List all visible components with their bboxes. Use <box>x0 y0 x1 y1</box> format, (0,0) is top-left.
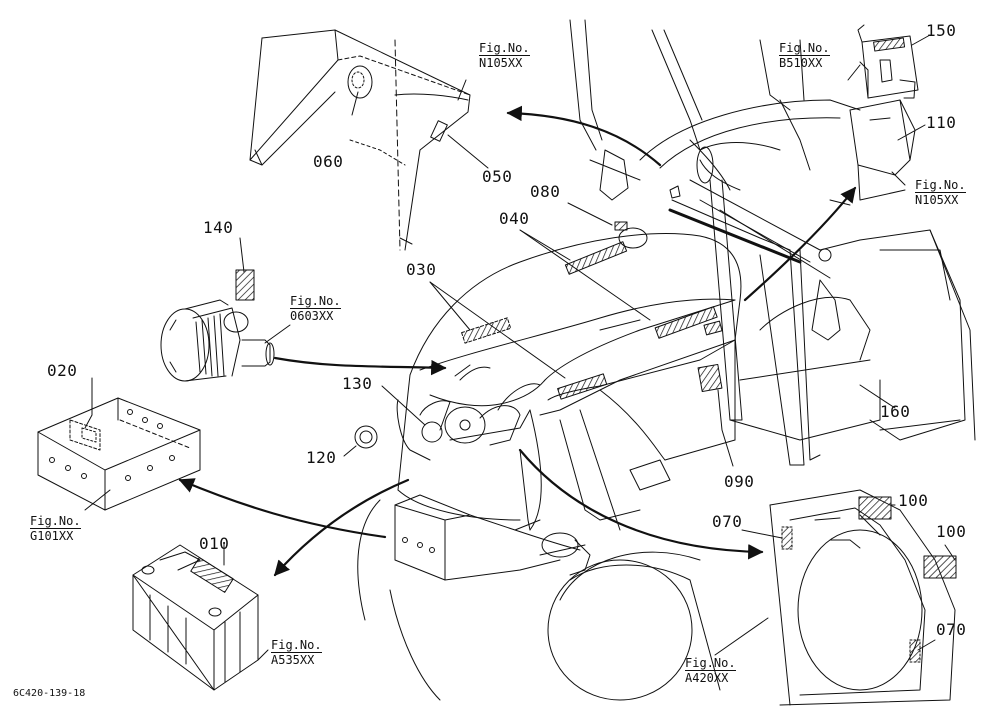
figref-battery-code: A535XX <box>271 652 322 667</box>
figref-cabin-top-code: B510XX <box>779 55 830 70</box>
figref-cabin-top-label: Fig.No. <box>779 41 830 55</box>
figref-radiator: Fig.No. A420XX <box>685 656 736 685</box>
callout-140: 140 <box>203 218 234 237</box>
callout-080: 080 <box>530 182 561 201</box>
figref-frame-code: G101XX <box>30 528 81 543</box>
radiator-shroud-drawing <box>769 489 957 706</box>
callout-070-lower: 070 <box>936 620 967 639</box>
figref-fender-code: N105XX <box>479 55 530 70</box>
figref-battery-label: Fig.No. <box>271 638 322 652</box>
callout-050: 050 <box>482 167 513 186</box>
callout-100-upper: 100 <box>898 491 929 510</box>
callout-040: 040 <box>499 209 530 228</box>
callout-120: 120 <box>306 448 337 467</box>
figref-cabin-side: Fig.No. N105XX <box>915 178 966 207</box>
callout-130: 130 <box>342 374 373 393</box>
panel-assembly-drawing <box>849 24 919 201</box>
hood-decals <box>461 185 723 400</box>
cabin-frame-drawing <box>569 19 976 466</box>
callout-090: 090 <box>724 472 755 491</box>
figref-cabin-top: Fig.No. B510XX <box>779 41 830 70</box>
figref-radiator-code: A420XX <box>685 670 736 685</box>
callout-030: 030 <box>406 260 437 279</box>
air-cleaner-drawing <box>160 269 275 382</box>
callout-160: 160 <box>880 402 911 421</box>
callout-110: 110 <box>926 113 957 132</box>
figref-battery: Fig.No. A535XX <box>271 638 322 667</box>
figref-air-cleaner: Fig.No. 0603XX <box>290 294 341 323</box>
figref-air-cleaner-code: 0603XX <box>290 308 341 323</box>
callout-060: 060 <box>313 152 344 171</box>
fender-drawing <box>249 29 471 251</box>
callout-100-lower: 100 <box>936 522 967 541</box>
callout-010: 010 <box>199 534 230 553</box>
figref-fender-label: Fig.No. <box>479 41 530 55</box>
frame-bracket-drawing <box>37 397 201 511</box>
small-parts-drawing <box>354 421 443 449</box>
figref-radiator-label: Fig.No. <box>685 656 736 670</box>
callout-150: 150 <box>926 21 957 40</box>
hood-drawing <box>396 233 742 531</box>
figref-air-cleaner-label: Fig.No. <box>290 294 341 308</box>
figref-frame: Fig.No. G101XX <box>30 514 81 543</box>
figref-cabin-side-code: N105XX <box>915 192 966 207</box>
figref-cabin-side-label: Fig.No. <box>915 178 966 192</box>
drawing-id: 6C420-139-18 <box>13 688 86 699</box>
reference-arrows <box>178 105 857 577</box>
front-frame-drawing <box>357 494 721 701</box>
callout-070-upper: 070 <box>712 512 743 531</box>
leader-lines <box>84 34 956 661</box>
figref-fender: Fig.No. N105XX <box>479 41 530 70</box>
callout-020: 020 <box>47 361 78 380</box>
battery-drawing <box>132 544 259 691</box>
figref-frame-label: Fig.No. <box>30 514 81 528</box>
